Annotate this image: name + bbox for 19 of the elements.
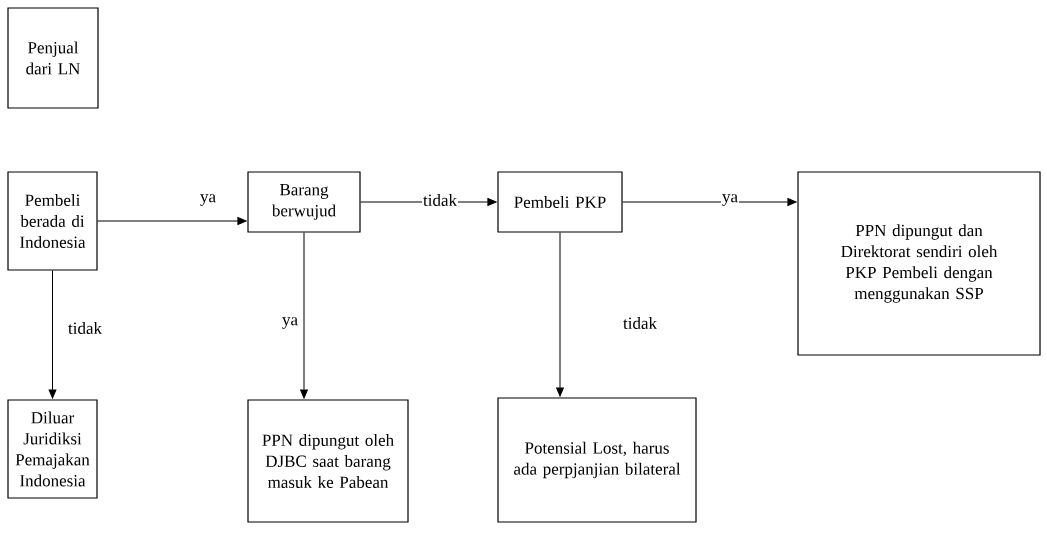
edge-label: tidak bbox=[422, 193, 458, 207]
process-box: Barang berwujud bbox=[247, 171, 361, 233]
process-box: PPN dipungut oleh DJBC saat barang masuk ke Pabean bbox=[247, 399, 409, 523]
process-box: PPN dipungut dan Direktorat sendiri oleh PKP Pembeli dengan menggunakan SSP bbox=[797, 171, 1041, 356]
arrow bbox=[48, 270, 57, 399]
arrow bbox=[97, 217, 247, 225]
arrow bbox=[622, 198, 797, 206]
process-box: Pembeli berada di Indonesia bbox=[7, 171, 98, 271]
arrow bbox=[556, 232, 564, 397]
arrow bbox=[300, 232, 308, 399]
edge-label: ya bbox=[281, 316, 300, 330]
process-box: Penjual dari LN bbox=[7, 7, 99, 109]
process-box: Potensial Lost, harus ada perpjanjian bilateral bbox=[497, 397, 697, 523]
edge-label: tidak bbox=[622, 316, 658, 330]
edge-label: tidak bbox=[67, 321, 103, 335]
edge-label: ya bbox=[721, 193, 740, 207]
process-box: Pembeli PKP bbox=[497, 171, 623, 233]
edge-label: ya bbox=[199, 193, 218, 207]
process-box: Diluar Juridiksi Pemajakan Indonesia bbox=[7, 399, 98, 499]
